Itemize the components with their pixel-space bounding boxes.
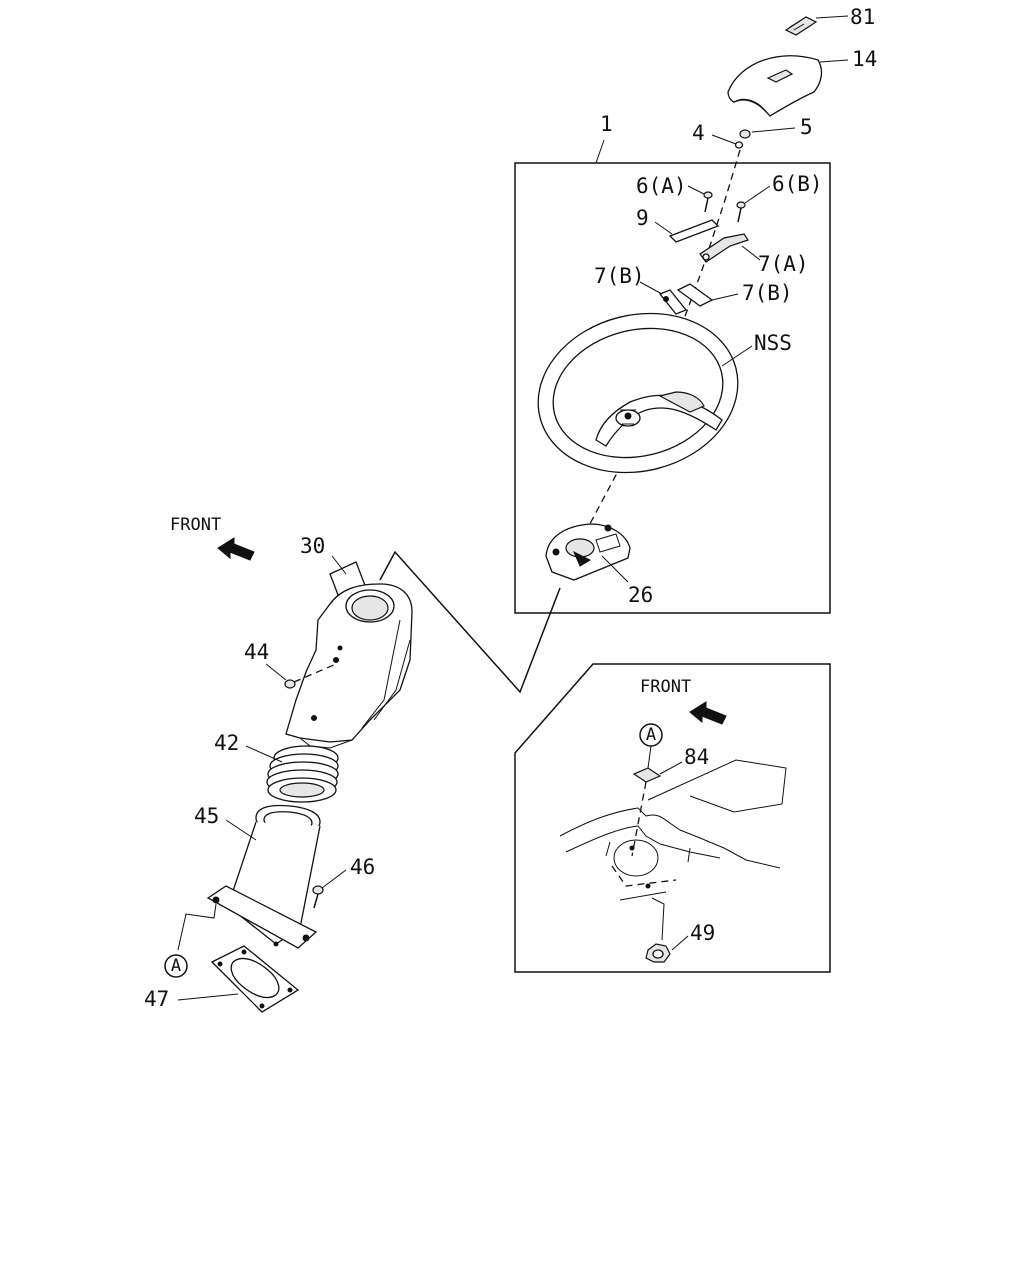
- part-6b-bolt: [736, 201, 746, 223]
- label-front-inset: FRONT: [640, 677, 691, 697]
- leader-7a: [741, 245, 761, 261]
- label-6b: 6(B): [772, 172, 823, 196]
- part-84-plate: [632, 767, 662, 783]
- floor-inset-box: [514, 663, 831, 973]
- steering-wheel: [537, 312, 739, 474]
- label-9: 9: [636, 206, 649, 230]
- label-ref-a-inset: A: [646, 725, 656, 745]
- leader-a-inset: [647, 745, 652, 769]
- label-4: 4: [692, 121, 705, 145]
- part-81-cap: [784, 16, 818, 36]
- leader-30: [331, 555, 347, 575]
- part-14-horn-pad: [727, 55, 823, 117]
- label-30: 30: [300, 534, 325, 558]
- leader-7b-right: [711, 293, 739, 301]
- part-30-column-shroud: [285, 561, 413, 749]
- inset-axis-line: [631, 781, 647, 857]
- part-45-duct: [206, 804, 321, 949]
- part-5-nut: [739, 129, 751, 139]
- label-7b-left: 7(B): [594, 264, 645, 288]
- leader-42: [245, 745, 283, 763]
- leader-81: [815, 15, 849, 19]
- front-arrow-inset-icon: [689, 701, 727, 725]
- part-6a-bolt: [703, 191, 713, 213]
- leader-4: [711, 134, 737, 145]
- leader-5: [751, 127, 796, 133]
- leader-46: [321, 869, 347, 889]
- label-front-main: FRONT: [170, 515, 221, 535]
- label-44: 44: [244, 640, 269, 664]
- part-47-gasket: [210, 945, 300, 1013]
- reference-link-line: [379, 550, 561, 694]
- leader-84: [659, 761, 683, 775]
- label-81: 81: [850, 5, 875, 29]
- front-arrow-main-icon: [217, 537, 255, 561]
- label-14: 14: [852, 47, 877, 71]
- label-42: 42: [214, 731, 239, 755]
- leader-14: [819, 59, 849, 63]
- label-6a: 6(A): [636, 174, 687, 198]
- part-49-grommet: [645, 943, 671, 963]
- part-44-bolt: [284, 663, 337, 689]
- leader-nss: [721, 345, 753, 367]
- part-7b-clip-right: [676, 283, 714, 307]
- label-1: 1: [600, 112, 613, 136]
- leader-49: [671, 935, 689, 951]
- part-7a-connector: [699, 233, 749, 263]
- label-45: 45: [194, 804, 219, 828]
- part-26-switch-housing: [545, 523, 631, 581]
- leader-47: [177, 993, 239, 1001]
- part-46-bolt: [312, 885, 324, 909]
- leader-26: [601, 555, 629, 583]
- leader-6a: [687, 185, 705, 195]
- label-7b-right: 7(B): [742, 281, 793, 305]
- label-5: 5: [800, 115, 813, 139]
- ref-a-left-circle: [164, 954, 188, 978]
- reference-link-a-left: [177, 903, 217, 951]
- floor-panel-drawing: [559, 759, 787, 901]
- leader-45: [225, 819, 257, 841]
- label-26: 26: [628, 583, 653, 607]
- label-47: 47: [144, 987, 169, 1011]
- label-nss: NSS: [754, 331, 792, 355]
- inset-link-line: [651, 897, 665, 941]
- steering-wheel-assembly-box: [514, 162, 831, 614]
- leader-9: [654, 221, 673, 235]
- leader-1: [595, 139, 605, 164]
- label-84: 84: [684, 745, 709, 769]
- leader-6b: [744, 185, 771, 204]
- part-42-bellows-boot: [266, 745, 339, 803]
- leader-7b-left: [639, 281, 663, 295]
- label-ref-a-left: A: [171, 956, 181, 976]
- label-46: 46: [350, 855, 375, 879]
- part-7b-clip-left: [658, 289, 688, 315]
- part-9-plate: [668, 219, 720, 243]
- steering-axis-line: [559, 149, 741, 581]
- leader-44: [265, 663, 287, 681]
- label-49: 49: [690, 921, 715, 945]
- part-4-washer: [734, 141, 744, 149]
- label-7a: 7(A): [758, 252, 809, 276]
